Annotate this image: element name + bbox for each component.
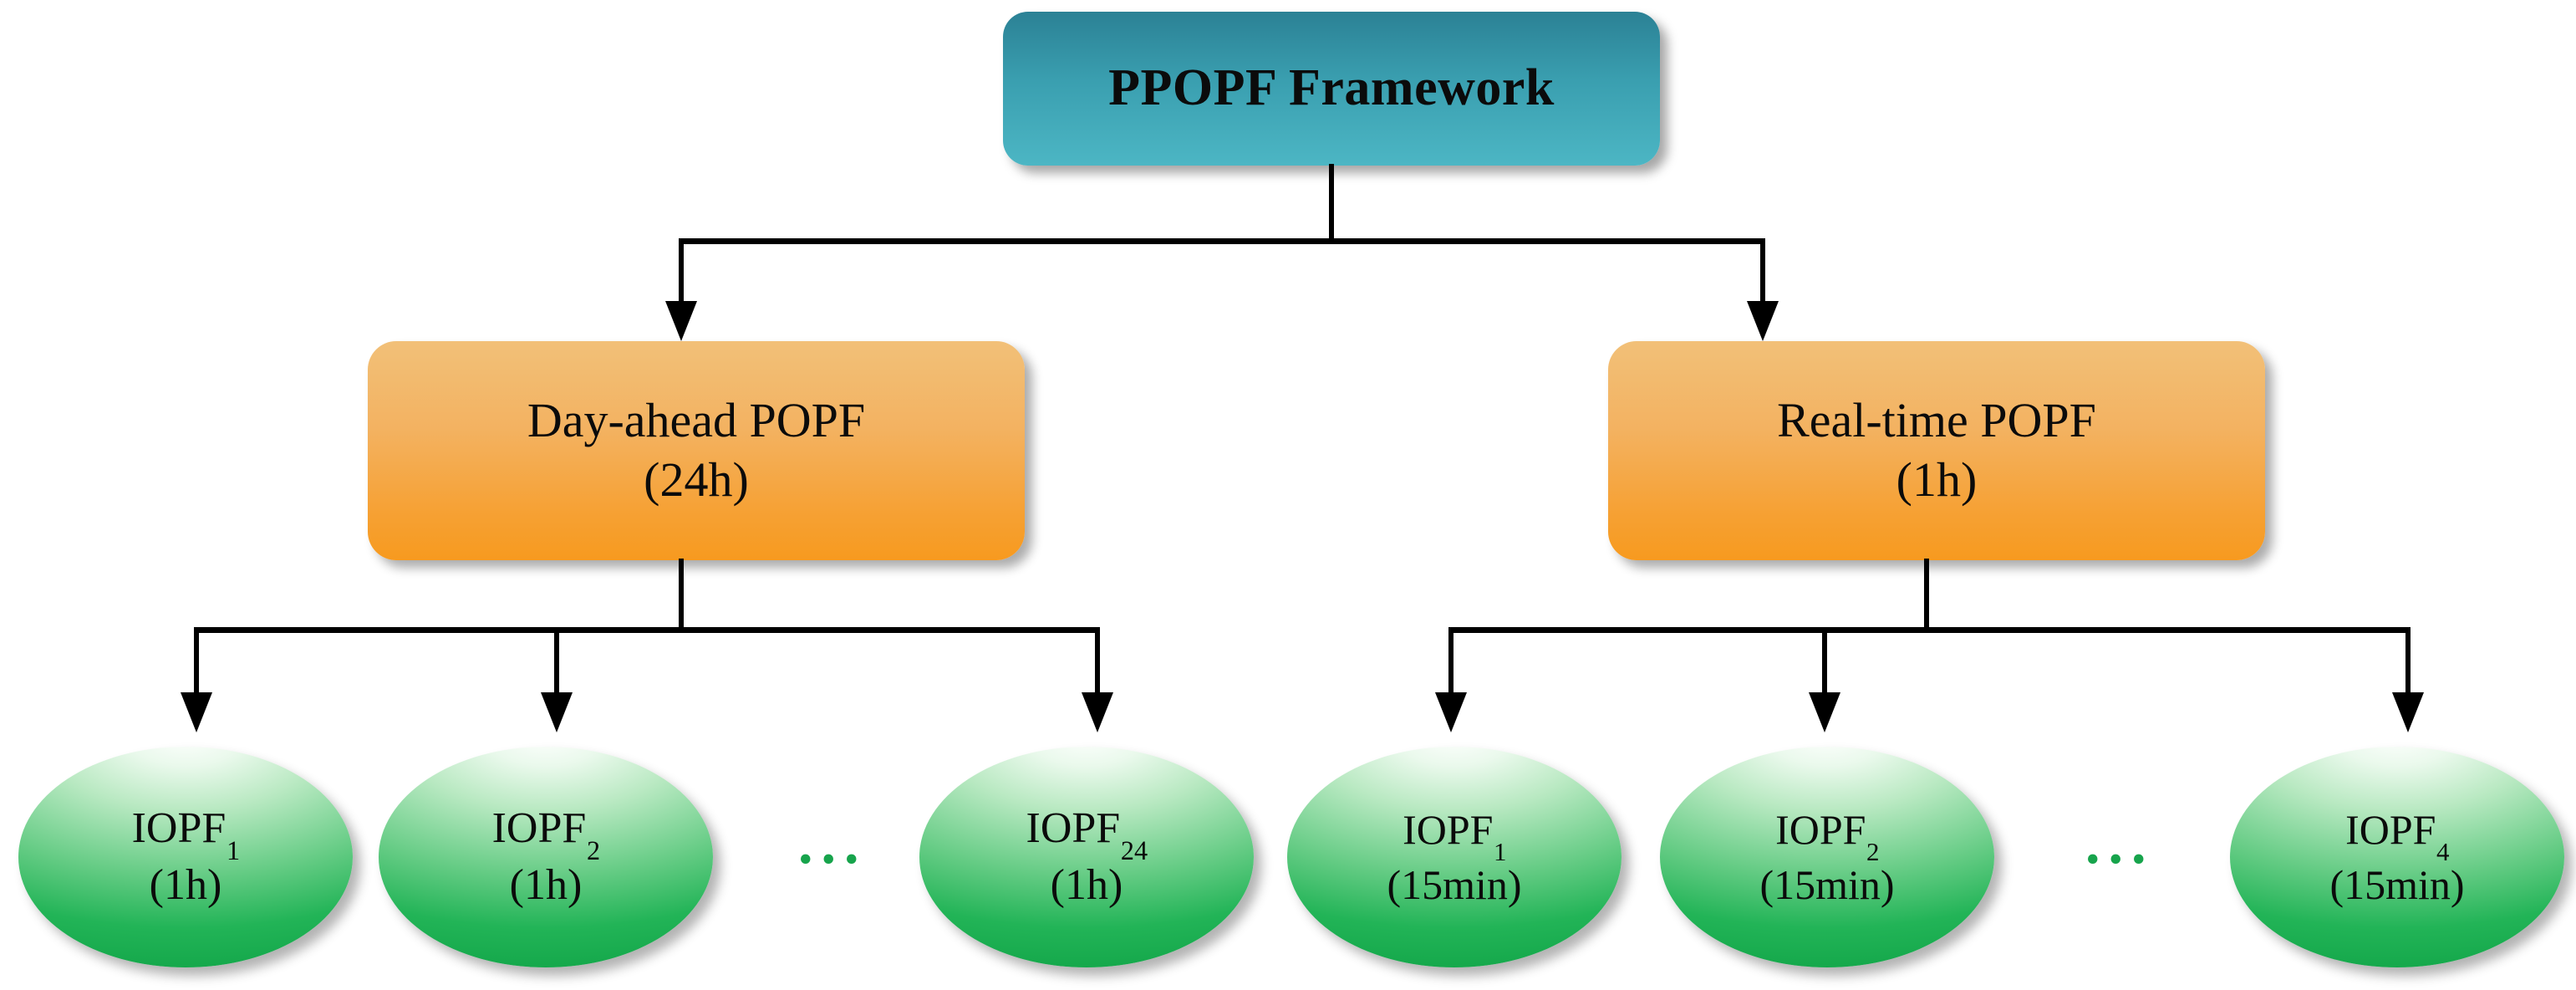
- node-iopf-2-1h-base: IOPF: [491, 804, 587, 852]
- node-iopf-1-15min[interactable]: IOPF1 (15min): [1287, 747, 1621, 967]
- arrowhead-to-iopf-1-15min: [1435, 692, 1467, 732]
- node-iopf-24-1h-text: IOPF24 (1h): [1026, 804, 1148, 910]
- connector-root-to-real-time: [1760, 238, 1765, 305]
- node-real-time-popf[interactable]: Real-time POPF (1h): [1608, 341, 2265, 560]
- connector-day-ahead-to-iopf2: [554, 627, 559, 697]
- node-real-time-popf-label: Real-time POPF: [1777, 393, 2096, 448]
- node-ppopf-framework[interactable]: PPOPF Framework: [1003, 12, 1660, 166]
- node-iopf-2-15min-index: 2: [1866, 837, 1880, 867]
- node-iopf-4-15min[interactable]: IOPF4 (15min): [2230, 747, 2564, 967]
- connector-root-bus: [679, 238, 1765, 244]
- connector-root-stem: [1329, 164, 1334, 242]
- node-day-ahead-popf-label: Day-ahead POPF: [527, 393, 866, 448]
- node-iopf-24-1h[interactable]: IOPF24 (1h): [919, 747, 1254, 967]
- node-day-ahead-popf-sublabel: (24h): [644, 452, 749, 507]
- connector-real-time-to-iopf2: [1822, 627, 1827, 697]
- node-iopf-1-15min-base: IOPF: [1403, 806, 1494, 853]
- connector-root-to-day-ahead: [679, 238, 684, 305]
- node-iopf-1-1h-base: IOPF: [131, 804, 227, 852]
- node-iopf-1-15min-text: IOPF1 (15min): [1387, 806, 1521, 908]
- node-iopf-1-1h-sublabel: (1h): [149, 861, 222, 909]
- node-iopf-4-15min-base: IOPF: [2345, 806, 2436, 853]
- node-iopf-1-1h-text: IOPF1 (1h): [132, 804, 240, 910]
- node-iopf-1-15min-sublabel: (15min): [1387, 861, 1522, 908]
- node-iopf-2-1h-index: 2: [586, 834, 601, 865]
- arrowhead-to-real-time: [1747, 301, 1779, 341]
- node-iopf-4-15min-sublabel: (15min): [2329, 861, 2465, 908]
- node-iopf-24-1h-base: IOPF: [1026, 804, 1121, 852]
- connector-day-ahead-bus: [194, 627, 1100, 633]
- arrowhead-to-iopf-2-15min: [1809, 692, 1840, 732]
- node-iopf-4-15min-index: 4: [2436, 837, 2450, 867]
- connector-real-time-to-iopf1: [1448, 627, 1453, 697]
- arrowhead-to-iopf-1-1h: [181, 692, 212, 732]
- node-iopf-2-1h-text: IOPF2 (1h): [492, 804, 600, 910]
- connector-real-time-bus: [1448, 627, 2411, 633]
- node-iopf-1-15min-index: 1: [1494, 837, 1507, 867]
- arrowhead-to-iopf-2-1h: [541, 692, 573, 732]
- connector-day-ahead-to-iopf24: [1095, 627, 1100, 697]
- connector-real-time-to-iopf4: [2405, 627, 2411, 697]
- ellipsis-right-group: ...: [2085, 812, 2155, 876]
- node-day-ahead-popf-text: Day-ahead POPF (24h): [527, 393, 866, 508]
- ellipsis-left-group: ...: [798, 812, 868, 876]
- node-iopf-2-15min[interactable]: IOPF2 (15min): [1660, 747, 1994, 967]
- node-iopf-2-1h[interactable]: IOPF2 (1h): [379, 747, 713, 967]
- arrowhead-to-iopf-24-1h: [1082, 692, 1113, 732]
- connector-real-time-stem: [1924, 559, 1929, 630]
- connector-day-ahead-stem: [679, 559, 684, 630]
- node-iopf-2-1h-sublabel: (1h): [509, 861, 583, 909]
- node-day-ahead-popf[interactable]: Day-ahead POPF (24h): [368, 341, 1025, 560]
- arrowhead-to-day-ahead: [665, 301, 697, 341]
- node-ppopf-framework-label: PPOPF Framework: [1108, 59, 1555, 117]
- arrowhead-to-iopf-4-15min: [2392, 692, 2424, 732]
- node-iopf-24-1h-sublabel: (1h): [1050, 861, 1123, 909]
- node-iopf-2-15min-base: IOPF: [1775, 806, 1866, 853]
- connector-day-ahead-to-iopf1: [194, 627, 199, 697]
- node-iopf-24-1h-index: 24: [1120, 834, 1148, 865]
- node-real-time-popf-text: Real-time POPF (1h): [1777, 393, 2096, 508]
- node-iopf-1-1h-index: 1: [226, 834, 241, 865]
- node-iopf-2-15min-sublabel: (15min): [1759, 861, 1895, 908]
- node-iopf-2-15min-text: IOPF2 (15min): [1759, 806, 1894, 908]
- node-real-time-popf-sublabel: (1h): [1896, 452, 1978, 507]
- node-iopf-4-15min-text: IOPF4 (15min): [2329, 806, 2464, 908]
- node-iopf-1-1h[interactable]: IOPF1 (1h): [18, 747, 353, 967]
